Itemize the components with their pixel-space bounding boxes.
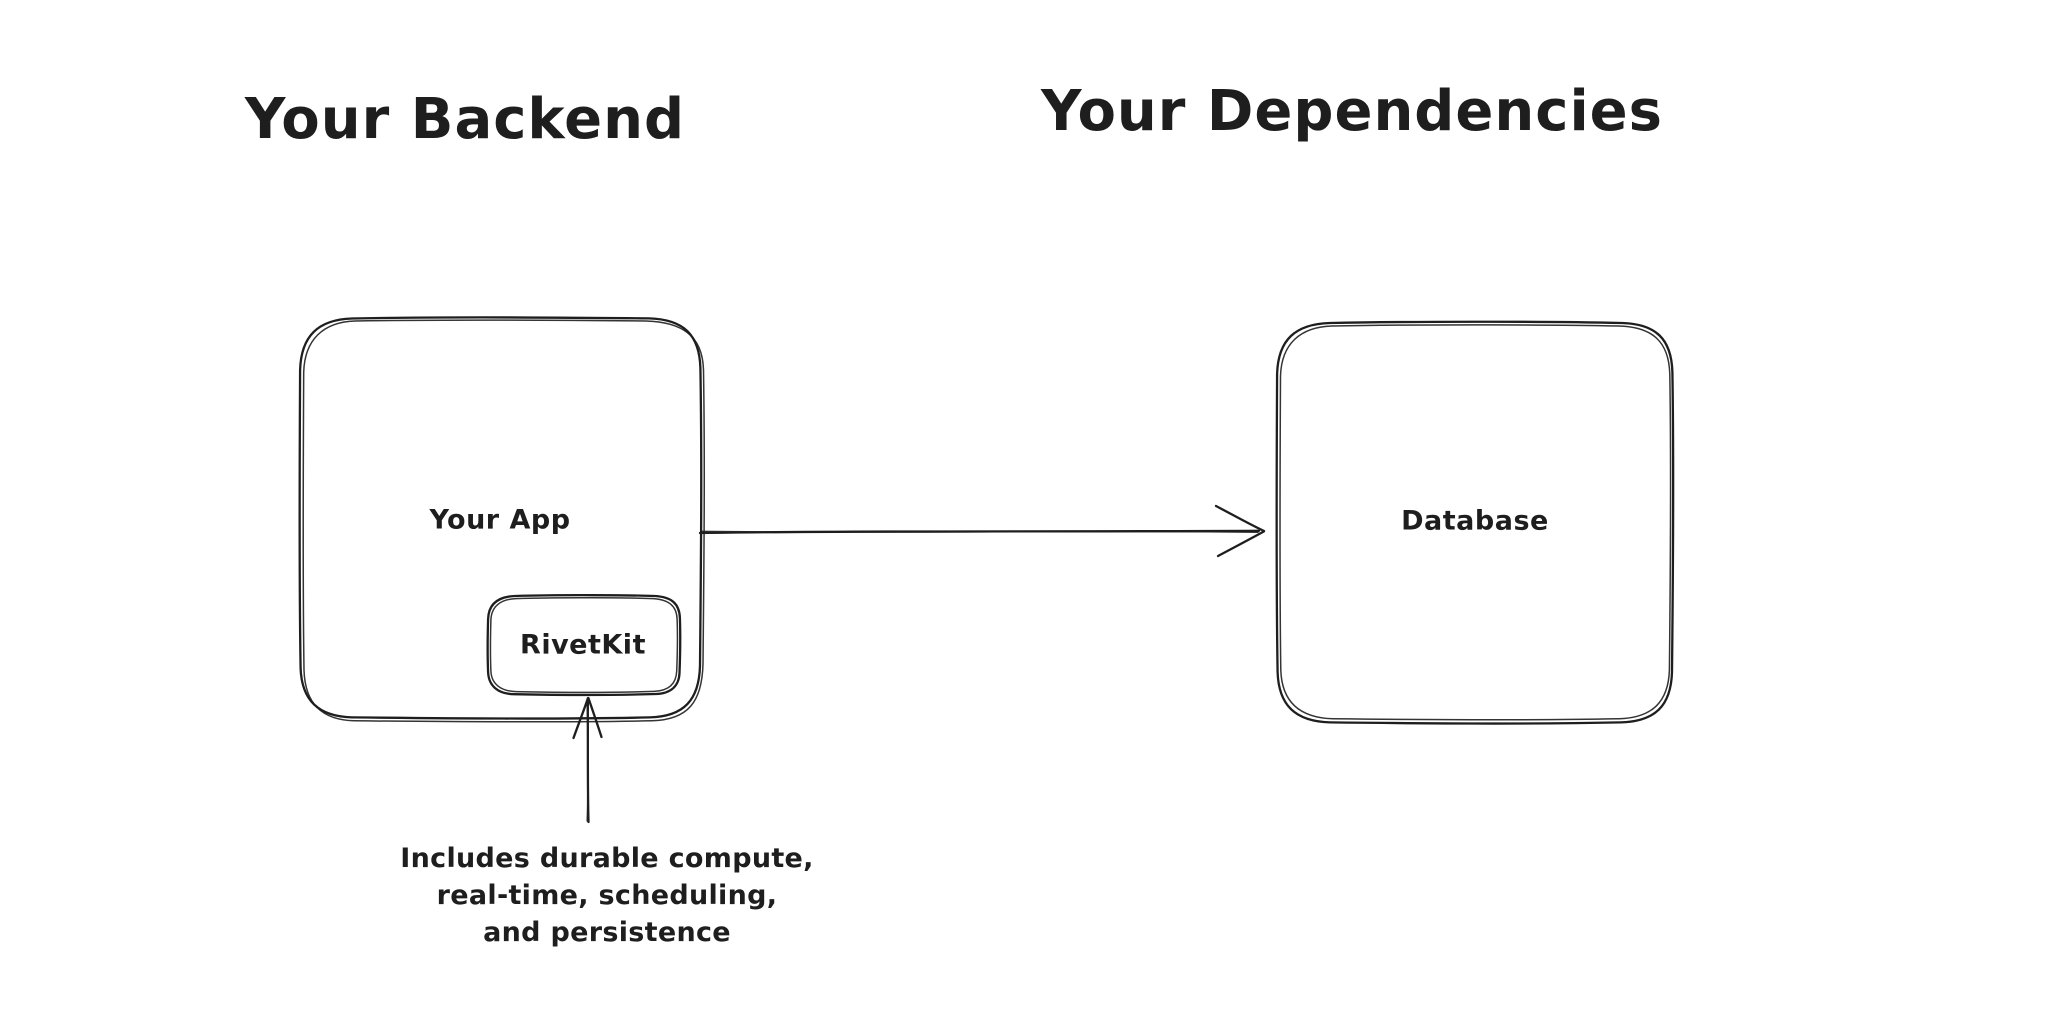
section-title-your-backend: Your Backend bbox=[244, 87, 686, 152]
annotation-line: and persistence bbox=[483, 917, 731, 948]
annotation-rivetkit-features: Includes durable compute, real-time, sch… bbox=[400, 840, 813, 951]
node-label-your-app: Your App bbox=[429, 504, 571, 536]
node-label-rivetkit: RivetKit bbox=[520, 629, 646, 661]
database-box-outline bbox=[1275, 320, 1675, 725]
your-app-box-outline bbox=[298, 316, 706, 723]
node-database: Database bbox=[1277, 322, 1673, 723]
annotation-line: real-time, scheduling, bbox=[436, 880, 778, 911]
node-label-database: Database bbox=[1401, 505, 1549, 537]
arrow-annotation-to-rivetkit bbox=[572, 696, 603, 824]
section-title-your-dependencies: Your Dependencies bbox=[1041, 79, 1663, 144]
arrow-app-to-database bbox=[698, 504, 1266, 558]
node-rivetkit: RivetKit bbox=[487, 595, 680, 695]
rivetkit-box-outline bbox=[486, 594, 682, 697]
annotation-line: Includes durable compute, bbox=[400, 843, 814, 874]
node-your-app: Your App RivetKit bbox=[300, 318, 700, 718]
